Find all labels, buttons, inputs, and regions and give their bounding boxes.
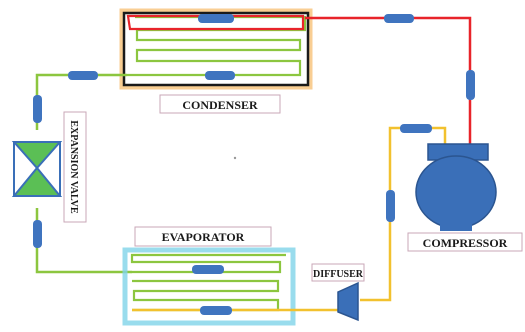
- compressor-label: COMPRESSOR: [423, 236, 508, 250]
- diffuser-shape: [337, 281, 359, 322]
- condenser-coil-red: [126, 14, 305, 31]
- evaporator-label: EVAPORATOR: [162, 230, 245, 244]
- condenser-box: [122, 11, 310, 87]
- expansion-valve-bottom: [11, 166, 63, 197]
- condenser-label: CONDENSER: [182, 98, 258, 112]
- expansion-valve-top: [11, 141, 63, 170]
- evaporator-glow: [122, 247, 296, 326]
- condenser-label-box: [159, 94, 281, 114]
- sensor-liquid-top: [68, 71, 98, 80]
- suction-line: [360, 126, 447, 302]
- compressor-body: [415, 155, 497, 229]
- sensor-hot-line: [384, 14, 414, 23]
- expansion-valve-label: EXPANSION VALVE: [68, 120, 79, 214]
- sensor-evaporator-bottom: [200, 306, 232, 315]
- compressor-label-box: [407, 232, 523, 252]
- diffuser-label: DIFFUSER: [313, 269, 364, 280]
- sensor-evaporator-top: [192, 265, 224, 274]
- center-dot: [233, 156, 237, 160]
- hot-gas-line: [305, 16, 472, 150]
- condenser-coil-green: [127, 15, 307, 77]
- sensor-suction-top: [400, 124, 432, 133]
- sensor-condenser-bottom: [205, 71, 235, 80]
- evaporator-label-box: [134, 226, 272, 247]
- compressor-base: [440, 223, 472, 231]
- evaporator-coil-green: [130, 253, 286, 312]
- sensor-condenser-top: [198, 14, 234, 23]
- expansion-valve-label-box: [63, 111, 87, 223]
- condenser-glow: [119, 8, 313, 90]
- sensor-hot-vertical: [466, 70, 475, 100]
- sensor-liquid-left-bottom: [33, 220, 42, 248]
- sensor-liquid-left-top: [33, 95, 42, 123]
- diffuser-label-box: [311, 263, 365, 282]
- sensor-suction-vertical: [386, 190, 395, 222]
